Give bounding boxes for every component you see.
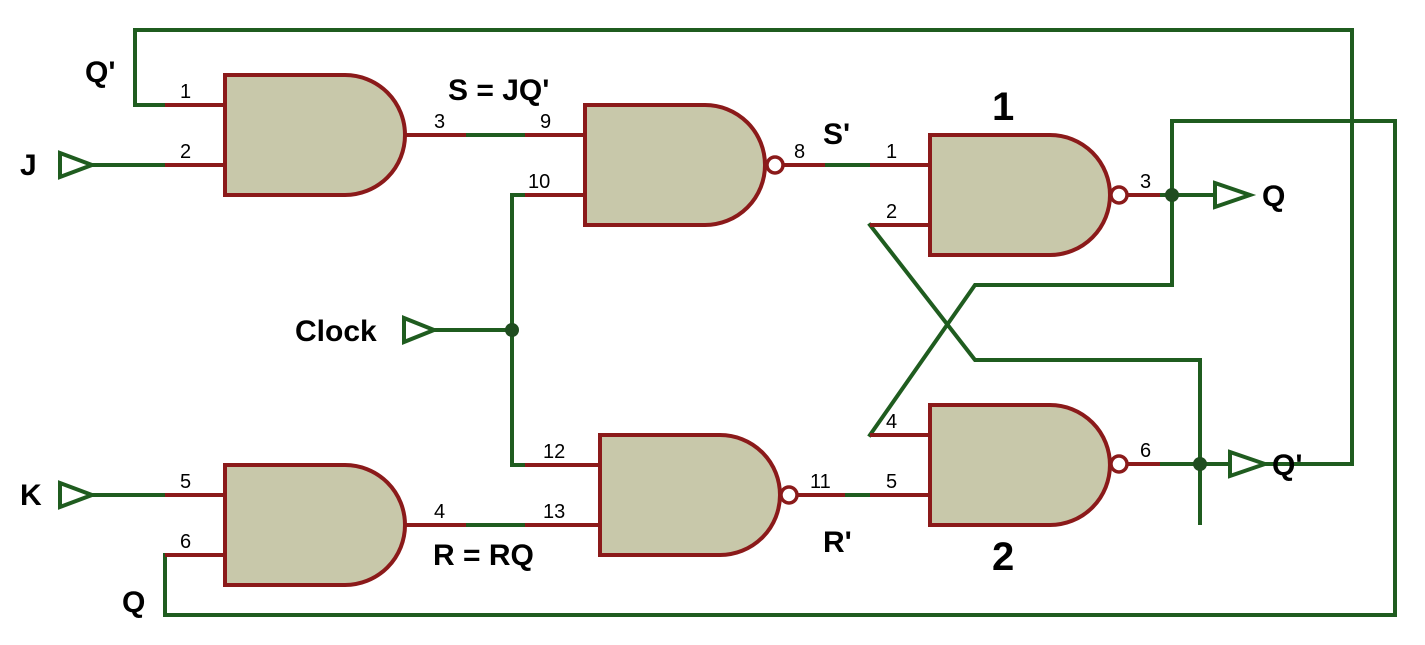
signal-labels: J K Clock Q' Q S = JQ' R = RQ S' R' Q Q'… [20, 56, 1302, 619]
junction-dot [1193, 457, 1207, 471]
nand-gate-s [583, 103, 767, 227]
label-r-equation: R = RQ [433, 539, 534, 572]
pin-number: 3 [434, 111, 445, 133]
pin-number: 9 [540, 111, 551, 133]
input-port-j-icon [58, 150, 98, 180]
label-k: K [20, 479, 42, 512]
wire-qbar-feedback [133, 28, 1354, 466]
pin-number: 2 [180, 141, 191, 163]
label-gate-2: 2 [992, 535, 1014, 579]
pin-number: 3 [1140, 171, 1151, 193]
and-gate-j [223, 73, 407, 197]
label-gate-1: 1 [992, 85, 1014, 129]
pin-number: 5 [886, 471, 897, 493]
label-r-prime: R' [823, 526, 852, 559]
output-port-q-icon [1213, 180, 1257, 210]
label-clock: Clock [295, 315, 377, 348]
inversion-bubble [1109, 454, 1129, 474]
input-port-clock-icon [402, 315, 440, 345]
pin-number: 4 [886, 411, 897, 433]
latch-nand-gate-1 [928, 133, 1112, 257]
label-q-output: Q [1262, 180, 1285, 213]
pin-number: 10 [528, 171, 550, 193]
label-s-equation: S = JQ' [448, 74, 549, 107]
inversion-bubble [765, 155, 785, 175]
pin-number: 8 [794, 141, 805, 163]
pin-number: 12 [543, 441, 565, 463]
label-qbar-output: Q' [1272, 449, 1302, 482]
latch-nand-gate-2 [928, 403, 1112, 527]
inversion-bubble [779, 485, 799, 505]
pin-number: 2 [886, 201, 897, 223]
wire-cross-q [867, 193, 1174, 438]
pin-number: 6 [180, 531, 191, 553]
nand-gate-r [598, 433, 782, 557]
wire-q-feedback [163, 119, 1397, 617]
pin-stubs [165, 103, 1160, 557]
junction-dot [505, 323, 519, 337]
pin-number: 1 [886, 141, 897, 163]
pin-number: 6 [1140, 440, 1151, 462]
label-q-feedback: Q [122, 586, 145, 619]
junctions [505, 188, 1207, 471]
and-gate-k [223, 463, 407, 587]
pin-number: 13 [543, 501, 565, 523]
inversion-bubble [1109, 185, 1129, 205]
pin-number: 4 [434, 501, 445, 523]
pin-number: 5 [180, 471, 191, 493]
label-j: J [20, 149, 37, 182]
input-port-k-icon [58, 480, 98, 510]
label-qbar-feedback: Q' [85, 56, 115, 89]
wire-cross-qbar [867, 222, 1202, 525]
pin-number: 1 [180, 81, 191, 103]
ports [58, 150, 1272, 510]
gates [223, 73, 1129, 587]
pin-number: 11 [810, 471, 831, 493]
output-port-qbar-icon [1228, 449, 1272, 479]
pin-numbers: 1 2 3 9 10 8 1 2 3 5 6 4 12 13 11 4 5 6 [180, 81, 1151, 553]
label-s-prime: S' [823, 118, 850, 151]
junction-dot [1165, 188, 1179, 202]
